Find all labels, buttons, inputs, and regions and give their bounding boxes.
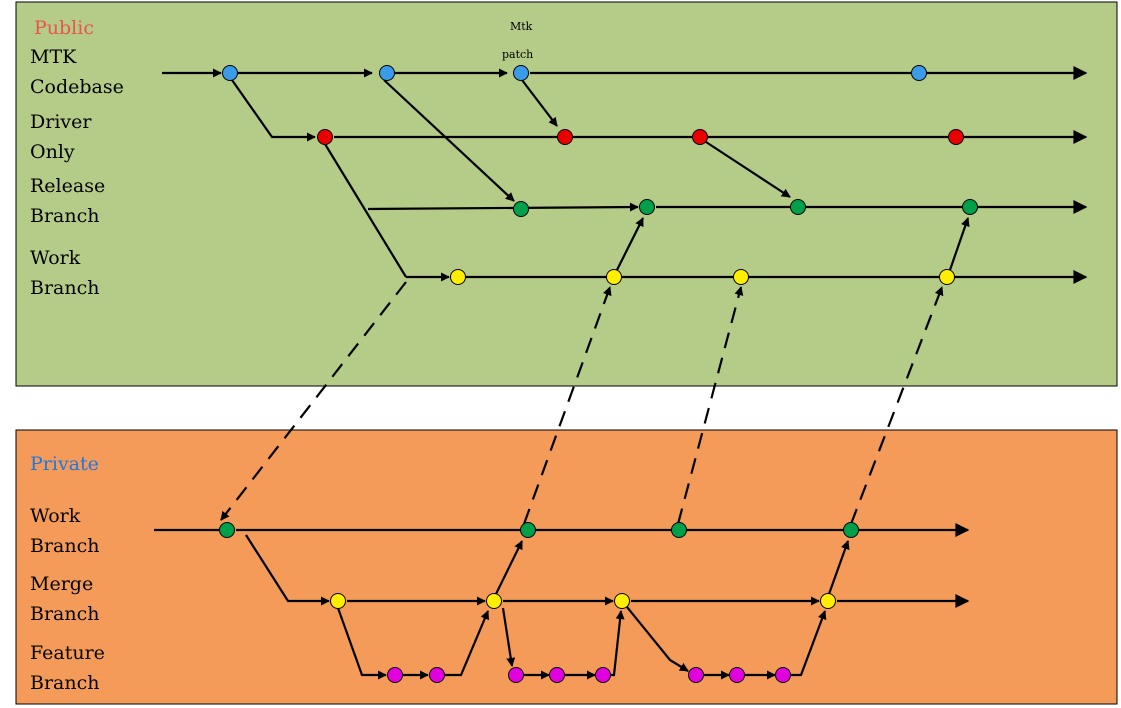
driver-commit xyxy=(948,129,964,145)
lane-label-mtk-line1: MTK xyxy=(30,46,77,68)
feature-commit xyxy=(429,667,445,683)
merge-commit xyxy=(820,593,836,609)
lane-label-merge-line1: Merge xyxy=(30,573,93,595)
release-commit xyxy=(962,199,978,215)
driver-commit xyxy=(692,129,708,145)
edge xyxy=(610,610,625,677)
feature-commit xyxy=(549,667,565,683)
lane-label-release-line2: Branch xyxy=(30,205,100,227)
dashed-edge xyxy=(676,286,744,525)
private-work-commit xyxy=(671,522,687,538)
edge xyxy=(336,607,387,680)
edge xyxy=(705,141,791,198)
feature-commit xyxy=(688,667,704,683)
edge xyxy=(626,606,689,672)
mtk-commit xyxy=(379,65,395,81)
lane-label-release-line1: Release xyxy=(30,175,105,197)
edge xyxy=(445,610,490,677)
work-commit xyxy=(606,269,622,285)
merge-commit xyxy=(614,593,630,609)
edge xyxy=(495,540,523,595)
work-commit xyxy=(450,269,466,285)
lane-label-driver-line2: Only xyxy=(30,141,75,163)
mtk-patch-note-line1: Mtk xyxy=(510,20,533,33)
dashed-edge xyxy=(522,286,612,525)
lane-label-mtk-line2: Codebase xyxy=(30,76,124,98)
edge xyxy=(501,607,516,667)
driver-commit xyxy=(557,129,573,145)
mtk-commit xyxy=(513,65,529,81)
edge xyxy=(521,79,558,127)
lane-label-private-work-line2: Branch xyxy=(30,535,100,557)
lane-label-public-work-line2: Branch xyxy=(30,277,100,299)
private-panel xyxy=(15,429,1118,705)
public-panel xyxy=(15,1,1118,387)
edge xyxy=(827,540,850,595)
mtk-commit xyxy=(222,65,238,81)
feature-commit xyxy=(508,667,524,683)
merge-commit xyxy=(330,593,346,609)
mtk-commit xyxy=(911,65,927,81)
feature-commit xyxy=(387,667,403,683)
lane-label-public-work-line1: Work xyxy=(30,247,81,269)
private-work-commit xyxy=(520,522,536,538)
edge xyxy=(616,217,644,271)
merge-commit xyxy=(486,593,502,609)
edge xyxy=(245,534,330,606)
mtk-patch-note-line2: patch xyxy=(502,48,533,61)
feature-commit xyxy=(595,667,611,683)
work-commit xyxy=(939,269,955,285)
private-title: Private xyxy=(30,453,99,475)
lane-label-private-work-line1: Work xyxy=(30,505,81,527)
private-work-commit xyxy=(843,522,859,538)
feature-commit xyxy=(775,667,791,683)
edge xyxy=(948,217,970,271)
release-commit xyxy=(639,199,655,215)
edge xyxy=(383,79,515,202)
edge xyxy=(367,202,639,212)
nodes xyxy=(219,65,978,683)
driver-commit xyxy=(317,129,333,145)
lane-label-feature-line1: Feature xyxy=(30,642,105,664)
private-work-commit xyxy=(219,522,235,538)
release-commit xyxy=(513,201,529,217)
dashed-edge xyxy=(849,286,944,525)
public-edges xyxy=(162,66,1088,284)
feature-commit xyxy=(729,667,745,683)
lane-label-driver-line1: Driver xyxy=(30,111,92,133)
lane-label-feature-line2: Branch xyxy=(30,672,100,694)
work-commit xyxy=(733,269,749,285)
edge xyxy=(790,610,827,677)
public-title: Public xyxy=(34,17,94,39)
edge xyxy=(231,79,316,142)
lane-label-merge-line2: Branch xyxy=(30,603,100,625)
dashed-links xyxy=(220,281,944,525)
edge xyxy=(324,143,407,278)
release-commit xyxy=(790,199,806,215)
